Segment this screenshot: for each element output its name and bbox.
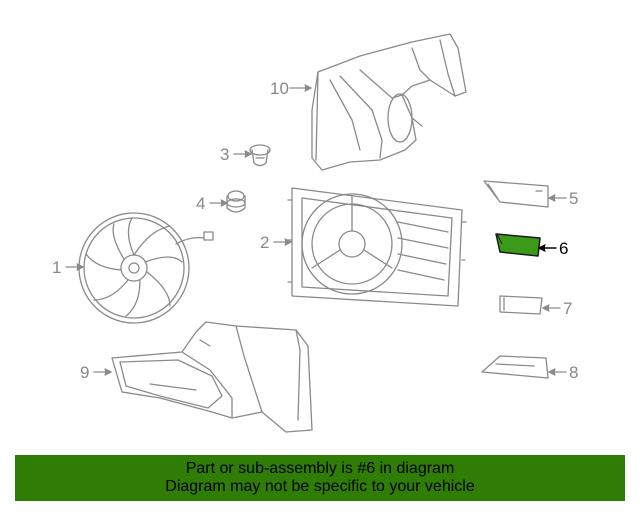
banner-line-1: Part or sub-assembly is #6 in diagram: [185, 460, 455, 477]
part-9-air-duct[interactable]: [111, 321, 313, 433]
callout-9[interactable]: 9: [80, 363, 90, 382]
callout-1[interactable]: 1: [52, 258, 62, 277]
leader-4: [209, 199, 229, 207]
callout-10[interactable]: 10: [270, 79, 289, 98]
leader-7: [541, 304, 561, 312]
part-8-bracket[interactable]: [481, 355, 549, 379]
leader-2: [273, 238, 293, 246]
part-4-grommet[interactable]: [226, 190, 246, 213]
leader-1: [65, 263, 85, 271]
part-3-clip[interactable]: [249, 144, 271, 167]
banner-line-2: Diagram may not be specific to your vehi…: [165, 478, 475, 495]
parts-diagram: [65, 33, 567, 433]
part-10-air-duct[interactable]: [311, 33, 467, 171]
callout-6[interactable]: 6: [559, 239, 569, 258]
part-7-bracket[interactable]: [499, 295, 543, 315]
leader-10: [289, 84, 313, 92]
part-1-fan[interactable]: [78, 212, 214, 324]
part-5-bracket[interactable]: [483, 180, 549, 208]
callout-4[interactable]: 4: [196, 194, 206, 213]
callout-5[interactable]: 5: [569, 189, 579, 208]
leader-9: [93, 368, 113, 376]
part-6-highlighted[interactable]: [495, 233, 541, 257]
callout-3[interactable]: 3: [220, 145, 230, 164]
callout-8[interactable]: 8: [569, 363, 579, 382]
leader-6: [537, 244, 557, 252]
leader-5: [547, 194, 567, 202]
callout-7[interactable]: 7: [563, 299, 573, 318]
callout-2[interactable]: 2: [260, 233, 270, 252]
leader-8: [547, 368, 567, 376]
part-2-fan-shroud[interactable]: [287, 187, 467, 307]
leader-3: [233, 150, 253, 158]
info-banner: Part or sub-assembly is #6 in diagram Di…: [15, 455, 625, 501]
